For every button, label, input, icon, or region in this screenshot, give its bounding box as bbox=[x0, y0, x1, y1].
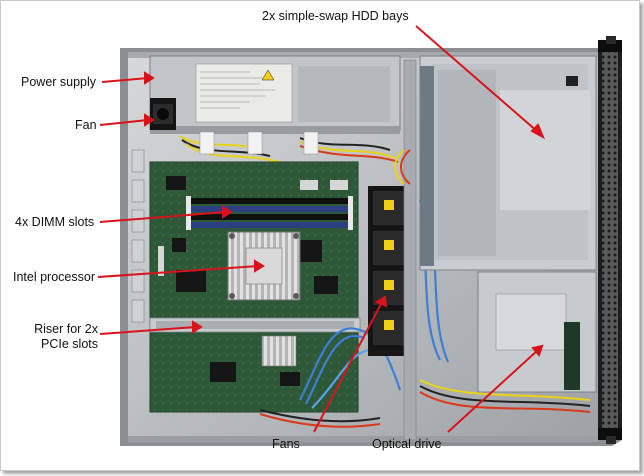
arrow-fans bbox=[313, 295, 388, 433]
cable-channel bbox=[394, 59, 417, 441]
arrow-intel-processor bbox=[97, 259, 265, 278]
hdd-bays bbox=[419, 55, 597, 271]
arrow-dimm-slots bbox=[99, 205, 233, 223]
callout-arrows bbox=[97, 25, 546, 433]
arrow-hdd-bays bbox=[415, 25, 546, 140]
label-riser-line2: PCIe slots bbox=[41, 337, 98, 351]
label-hdd-bays: 2x simple-swap HDD bays bbox=[262, 9, 409, 23]
label-riser-line1: Riser for 2x bbox=[34, 322, 98, 336]
dimm-slots bbox=[186, 196, 353, 230]
arrow-power-supply bbox=[101, 71, 155, 85]
arrow-riser bbox=[99, 320, 203, 335]
power-supply-unit bbox=[149, 55, 401, 134]
label-fan: Fan bbox=[75, 118, 97, 132]
front-bezel bbox=[598, 36, 622, 444]
label-optical-drive: Optical drive bbox=[372, 437, 442, 451]
optical-drive bbox=[419, 271, 597, 413]
arrow-fan bbox=[99, 113, 155, 127]
arrow-optical-drive bbox=[447, 344, 544, 433]
psu-fan bbox=[150, 98, 176, 130]
label-dimm-slots: 4x DIMM slots bbox=[15, 215, 95, 229]
cable-ties bbox=[199, 131, 319, 155]
label-intel-processor: Intel processor bbox=[13, 270, 95, 284]
label-riser: Riser for 2x PCIe slots bbox=[14, 322, 98, 352]
label-fans: Fans bbox=[272, 437, 300, 451]
label-power-supply: Power supply bbox=[21, 75, 97, 89]
